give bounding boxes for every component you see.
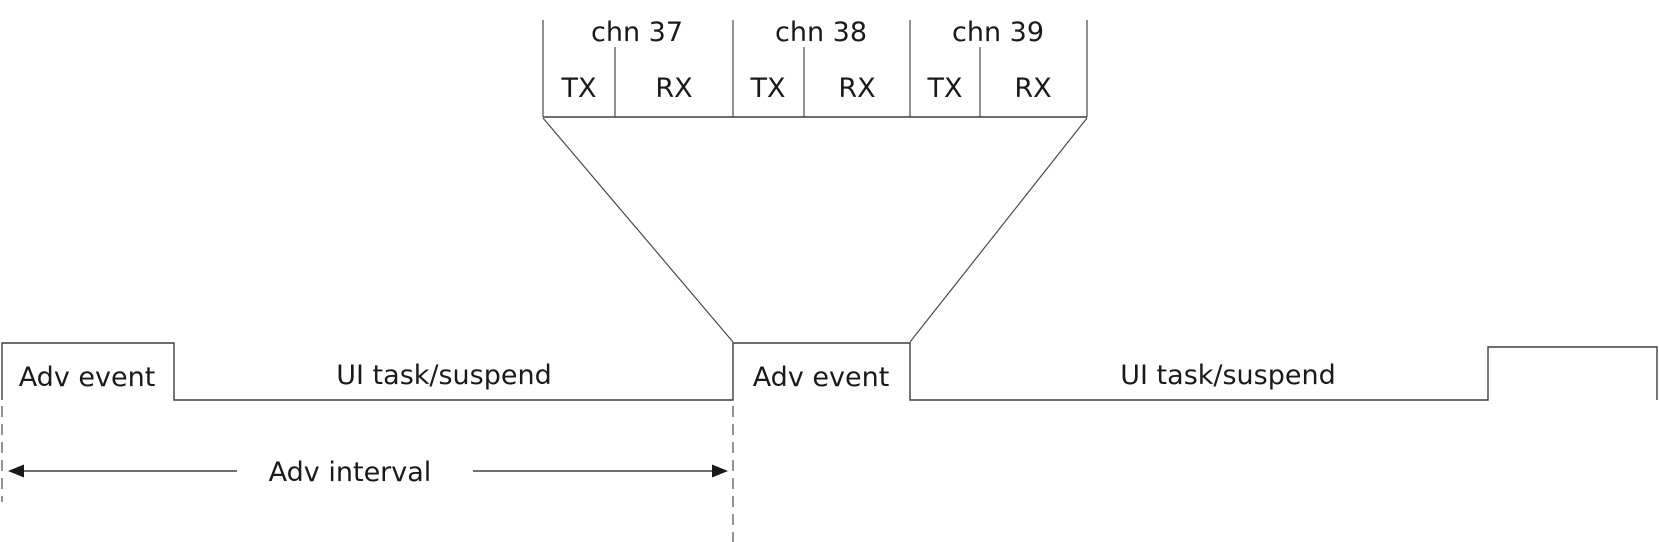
interval-arrow-right-head: [712, 464, 728, 478]
waveform-polyline: [1, 342, 1658, 401]
ui-task-label: UI task/suspend: [336, 360, 552, 391]
tx-slot-label: TX: [561, 73, 597, 104]
adv-event-label: Adv event: [19, 362, 156, 393]
tx-slot-label: TX: [927, 73, 963, 104]
rx-slot-label: RX: [655, 73, 692, 104]
adv-interval-annotation: Adv interval: [1, 406, 734, 542]
ui-task-label: UI task/suspend: [1120, 360, 1336, 391]
adv-event-label: Adv event: [753, 362, 890, 393]
tx-slot-label: TX: [750, 73, 786, 104]
channel-label: chn 37: [591, 17, 683, 48]
adv-interval-label: Adv interval: [269, 457, 432, 488]
magnifier-funnel: [542, 117, 1088, 343]
channel-label: chn 38: [775, 17, 867, 48]
rx-slot-label: RX: [838, 73, 875, 104]
interval-arrow-left-head: [8, 464, 24, 478]
rx-slot-label: RX: [1014, 73, 1051, 104]
activity-waveform: Adv event UI task/suspend Adv event UI t…: [1, 342, 1658, 401]
channel-label: chn 39: [952, 17, 1044, 48]
funnel-right-line: [909, 117, 1088, 343]
channel-detail-panel: chn 37 chn 38 chn 39 TX RX TX RX TX RX: [542, 17, 1088, 118]
funnel-left-line: [542, 117, 734, 343]
